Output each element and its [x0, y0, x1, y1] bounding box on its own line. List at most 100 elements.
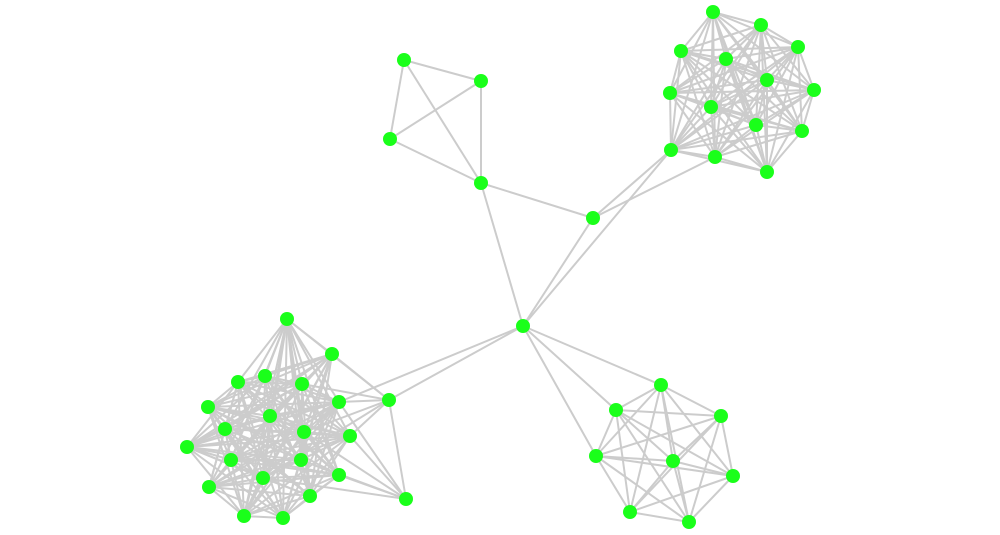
node-n3[interactable]: [474, 176, 488, 190]
node-t2[interactable]: [791, 40, 805, 54]
edge-t7-t12: [669, 92, 716, 158]
edge-t4-t7: [669, 58, 727, 94]
edge-t7-t13: [669, 92, 768, 173]
edge-t0-t1: [712, 11, 762, 26]
node-n0[interactable]: [397, 53, 411, 67]
edge-e-t11: [592, 149, 672, 219]
edge-b16-b18: [243, 474, 340, 517]
node-t6[interactable]: [807, 83, 821, 97]
edge-by-b9: [303, 431, 407, 500]
edge-b3-b11: [264, 375, 351, 437]
node-b0[interactable]: [280, 312, 294, 326]
edge-t9-t11: [670, 124, 757, 151]
node-t11[interactable]: [664, 143, 678, 157]
edge-b10-b11: [186, 435, 351, 448]
node-b13[interactable]: [294, 453, 308, 467]
edge-t6-t12: [714, 89, 815, 158]
edge-r2-r3: [595, 415, 722, 457]
node-b7[interactable]: [263, 409, 277, 423]
edges-layer: [186, 11, 815, 523]
edge-bx-by: [388, 399, 407, 500]
node-r0[interactable]: [654, 378, 668, 392]
edge-b14-b18: [243, 477, 264, 517]
edge-t5-t6: [766, 79, 815, 91]
edge-r4-r7: [672, 460, 690, 523]
node-b6[interactable]: [332, 395, 346, 409]
edge-t1-t4: [725, 24, 762, 60]
node-b10[interactable]: [180, 440, 194, 454]
edge-b5-b11: [207, 406, 351, 437]
node-r1[interactable]: [609, 403, 623, 417]
node-r4[interactable]: [666, 454, 680, 468]
edge-b9-b18: [243, 431, 305, 517]
edge-e-c: [522, 217, 594, 327]
node-t5[interactable]: [760, 73, 774, 87]
node-t9[interactable]: [749, 118, 763, 132]
node-r2[interactable]: [714, 409, 728, 423]
edge-t1-t3: [680, 24, 762, 52]
edge-b1-b3: [264, 353, 333, 377]
edge-t8-t11: [670, 106, 712, 151]
node-b16[interactable]: [332, 468, 346, 482]
node-t1[interactable]: [754, 18, 768, 32]
edge-r3-r5: [595, 455, 734, 477]
edge-b10-b18: [186, 446, 245, 517]
edge-t2-t10: [797, 46, 803, 132]
node-by[interactable]: [399, 492, 413, 506]
node-r5[interactable]: [726, 469, 740, 483]
edge-b15-b18: [208, 486, 245, 517]
edge-b5-b6: [207, 401, 340, 408]
edge-t2-t8: [710, 46, 799, 108]
edge-n0-n2: [389, 59, 405, 140]
node-b4[interactable]: [295, 377, 309, 391]
node-bx[interactable]: [382, 393, 396, 407]
edge-t1-t2: [760, 24, 799, 48]
edge-t2-t6: [797, 46, 815, 91]
node-b3[interactable]: [258, 369, 272, 383]
node-b14[interactable]: [256, 471, 270, 485]
node-n1[interactable]: [474, 74, 488, 88]
node-t4[interactable]: [719, 52, 733, 66]
edge-bx-b11: [349, 399, 390, 437]
edge-t5-t7: [669, 79, 768, 94]
node-n2[interactable]: [383, 132, 397, 146]
node-b19[interactable]: [276, 511, 290, 525]
node-t10[interactable]: [795, 124, 809, 138]
edge-b0-b2: [237, 318, 288, 383]
node-b12[interactable]: [224, 453, 238, 467]
edge-b9-b10: [186, 431, 305, 448]
node-b9[interactable]: [297, 425, 311, 439]
node-e[interactable]: [586, 211, 600, 225]
edge-n3-c: [480, 182, 524, 327]
node-t8[interactable]: [704, 100, 718, 114]
edge-c-t11: [522, 149, 672, 327]
node-r3[interactable]: [589, 449, 603, 463]
node-r7[interactable]: [682, 515, 696, 529]
node-t13[interactable]: [760, 165, 774, 179]
edge-t4-t5: [725, 58, 768, 81]
node-t7[interactable]: [663, 86, 677, 100]
edge-t4-t8: [710, 58, 727, 108]
edge-b0-b17: [286, 318, 311, 497]
node-b17[interactable]: [303, 489, 317, 503]
edge-r4-r5: [672, 460, 734, 477]
edge-r1-r2: [615, 409, 722, 417]
node-b1[interactable]: [325, 347, 339, 361]
node-r6[interactable]: [623, 505, 637, 519]
node-b8[interactable]: [218, 422, 232, 436]
node-b18[interactable]: [237, 509, 251, 523]
edge-b0-b1: [286, 318, 333, 355]
node-t3[interactable]: [674, 44, 688, 58]
edge-b8-b10: [186, 428, 226, 448]
edge-r5-r6: [629, 475, 734, 513]
edge-b6-b19: [282, 401, 340, 519]
node-c[interactable]: [516, 319, 530, 333]
edge-t2-t4: [725, 46, 799, 60]
node-b15[interactable]: [202, 480, 216, 494]
edge-n0-n3: [403, 59, 482, 184]
node-t0[interactable]: [706, 5, 720, 19]
node-t12[interactable]: [708, 150, 722, 164]
node-b2[interactable]: [231, 375, 245, 389]
node-b5[interactable]: [201, 400, 215, 414]
node-b11[interactable]: [343, 429, 357, 443]
